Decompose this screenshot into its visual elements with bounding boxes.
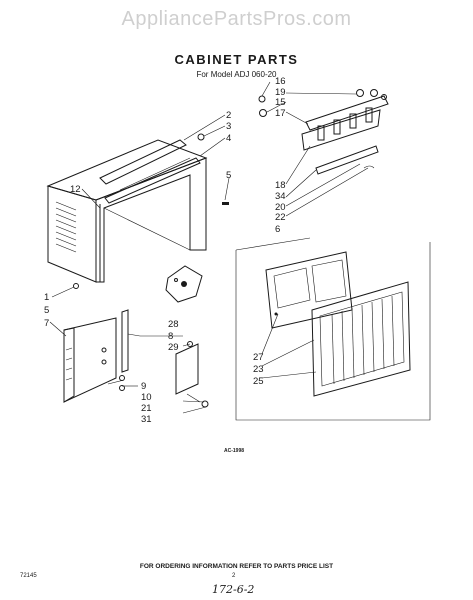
cabinet-louvers	[55, 201, 77, 253]
drawing-code: AC-1998	[224, 448, 245, 454]
page-number: 2	[232, 573, 236, 579]
callout-9: 9	[141, 381, 146, 392]
callout-17: 17	[275, 108, 286, 119]
cabinet-shell	[46, 139, 208, 283]
side-panel-assembly	[63, 309, 209, 408]
callouts-grille: 27 23 25	[253, 352, 264, 387]
callout-27: 27	[253, 352, 264, 363]
control-mechanism	[301, 89, 389, 175]
ordering-note: FOR ORDERING INFORMATION REFER TO PARTS …	[139, 563, 334, 570]
page-title: CABINET PARTS	[174, 52, 299, 67]
callout-6: 6	[275, 224, 280, 235]
callouts-cabinet: 12 5	[70, 170, 231, 195]
callouts-left: 1 5 7	[44, 292, 49, 329]
callouts-top-right: 16 19 15 17	[275, 76, 286, 119]
callout-31: 31	[141, 414, 152, 425]
callout-8: 8	[168, 331, 173, 342]
callout-5-lower: 5	[44, 305, 49, 316]
callouts-center: 28 8 29	[168, 319, 179, 353]
mounting-bracket	[165, 265, 203, 303]
top-rails	[99, 139, 201, 204]
part-number: 72145	[20, 573, 37, 579]
callout-1: 1	[44, 292, 49, 303]
callout-15: 15	[275, 97, 286, 108]
callout-21: 21	[141, 403, 152, 414]
callout-7: 7	[44, 318, 49, 329]
callouts-right-mid: 18 34 20 22 6	[275, 180, 286, 235]
callout-10: 10	[141, 392, 152, 403]
model-subtitle: For Model ADJ 060-20	[196, 70, 277, 79]
callout-29: 29	[168, 342, 179, 353]
callout-23: 23	[253, 364, 264, 375]
callout-18: 18	[275, 180, 286, 191]
callout-28: 28	[168, 319, 179, 330]
callout-22: 22	[275, 212, 286, 223]
callout-34: 34	[275, 191, 286, 202]
front-grille	[311, 281, 411, 397]
callouts-top-center: 2 3 4	[226, 110, 231, 144]
leader-lines	[49, 81, 369, 414]
callout-5-upper: 5	[226, 170, 231, 181]
callout-12: 12	[70, 184, 81, 195]
handwritten-note: 172-6-2	[212, 583, 255, 596]
callout-16: 16	[275, 76, 286, 87]
air-filter	[265, 251, 353, 329]
callout-25: 25	[253, 376, 264, 387]
callouts-bottom-left: 9 10 21 31	[141, 381, 152, 425]
callout-2: 2	[226, 110, 231, 121]
callout-3: 3	[226, 121, 231, 132]
watermark: AppliancePartsPros.com	[121, 8, 352, 30]
callout-20: 20	[275, 202, 286, 213]
callout-19: 19	[275, 87, 286, 98]
callout-4: 4	[226, 133, 231, 144]
